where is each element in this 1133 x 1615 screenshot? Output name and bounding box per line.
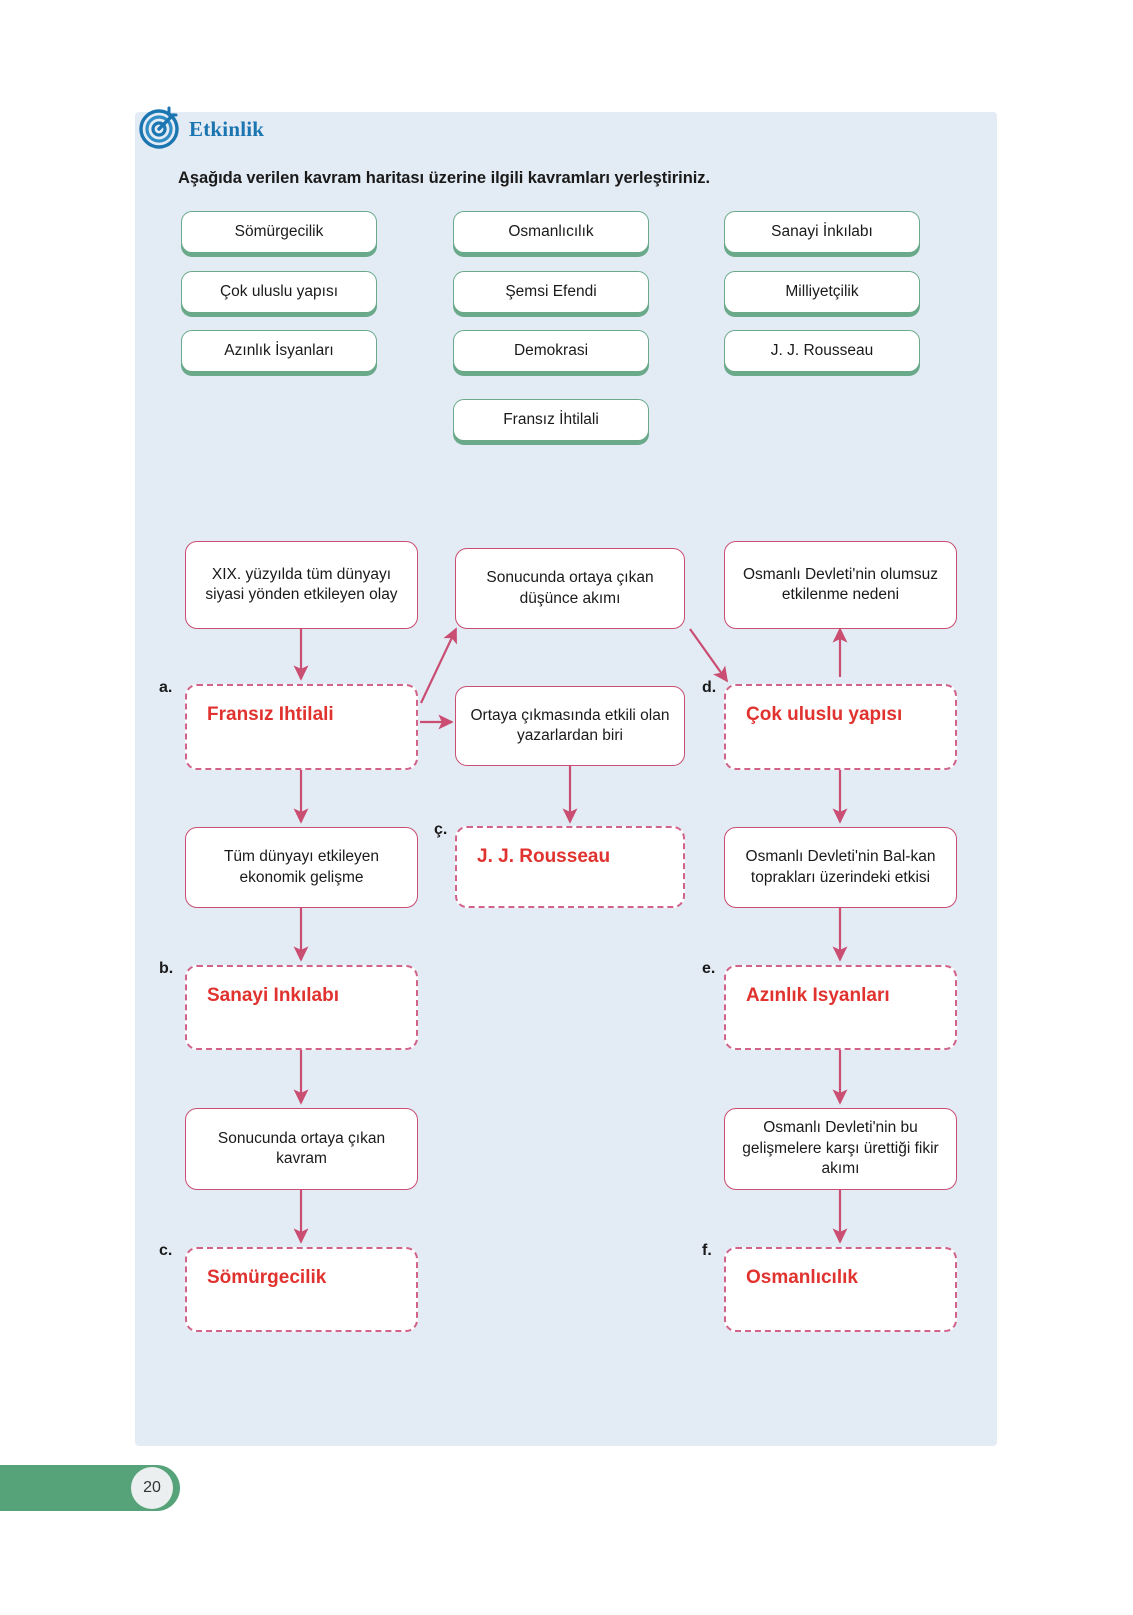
- word-chip-somurgecilik[interactable]: Sömürgecilik: [181, 211, 377, 253]
- instruction-text: Aşağıda verilen kavram haritası üzerine …: [178, 169, 710, 187]
- word-chip-jj-rousseau[interactable]: J. J. Rousseau: [724, 330, 920, 372]
- answer-box-e[interactable]: Azınlık Isyanları: [724, 965, 957, 1050]
- word-chip-fransiz-ihtilali[interactable]: Fransız İhtilali: [453, 399, 649, 441]
- prompt-box-1: XIX. yüzyılda tüm dünyayı siyasi yönden …: [185, 541, 418, 629]
- word-chip-sanayi-inkilabi[interactable]: Sanayi İnkılabı: [724, 211, 920, 253]
- prompt-box-3: Osmanlı Devleti'nin olumsuz etkilenme ne…: [724, 541, 957, 629]
- answer-box-c-cedilla[interactable]: J. J. Rousseau: [455, 826, 685, 908]
- answer-box-d[interactable]: Çok uluslu yapısı: [724, 684, 957, 770]
- prompt-box-7: Sonucunda ortaya çıkan kavram: [185, 1108, 418, 1190]
- answer-box-b[interactable]: Sanayi Inkılabı: [185, 965, 418, 1050]
- answer-box-c[interactable]: Sömürgecilik: [185, 1247, 418, 1332]
- word-chip-semsi-efendi[interactable]: Şemsi Efendi: [453, 271, 649, 313]
- item-letter-b: b.: [159, 960, 174, 977]
- item-letter-e: e.: [702, 960, 716, 977]
- word-chip-cok-uluslu-yapisi[interactable]: Çok uluslu yapısı: [181, 271, 377, 313]
- prompt-box-5: Tüm dünyayı etkileyen ekonomik gelişme: [185, 827, 418, 908]
- page-number-badge: 20: [131, 1467, 173, 1509]
- prompt-box-6: Osmanlı Devleti'nin Bal-kan toprakları ü…: [724, 827, 957, 908]
- item-letter-f: f.: [702, 1242, 712, 1259]
- answer-box-a[interactable]: Fransız Ihtilali: [185, 684, 418, 770]
- answer-box-f[interactable]: Osmanlıcılık: [724, 1247, 957, 1332]
- activity-header: Etkinlik: [138, 104, 264, 150]
- target-dart-icon: [138, 104, 184, 150]
- item-letter-d: d.: [702, 679, 717, 696]
- prompt-box-8: Osmanlı Devleti'nin bu gelişmelere karşı…: [724, 1108, 957, 1190]
- prompt-box-4: Ortaya çıkmasında etkili olan yazarlarda…: [455, 686, 685, 766]
- word-chip-azinlik-isyanlari[interactable]: Azınlık İsyanları: [181, 330, 377, 372]
- item-letter-c: c.: [159, 1242, 173, 1259]
- word-chip-demokrasi[interactable]: Demokrasi: [453, 330, 649, 372]
- word-chip-osmanlicilik[interactable]: Osmanlıcılık: [453, 211, 649, 253]
- item-letter-c-cedilla: ç.: [434, 821, 448, 838]
- word-chip-milliyetcilik[interactable]: Milliyetçilik: [724, 271, 920, 313]
- activity-header-title: Etkinlik: [189, 116, 265, 141]
- item-letter-a: a.: [159, 679, 173, 696]
- prompt-box-2: Sonucunda ortaya çıkan düşünce akımı: [455, 548, 685, 629]
